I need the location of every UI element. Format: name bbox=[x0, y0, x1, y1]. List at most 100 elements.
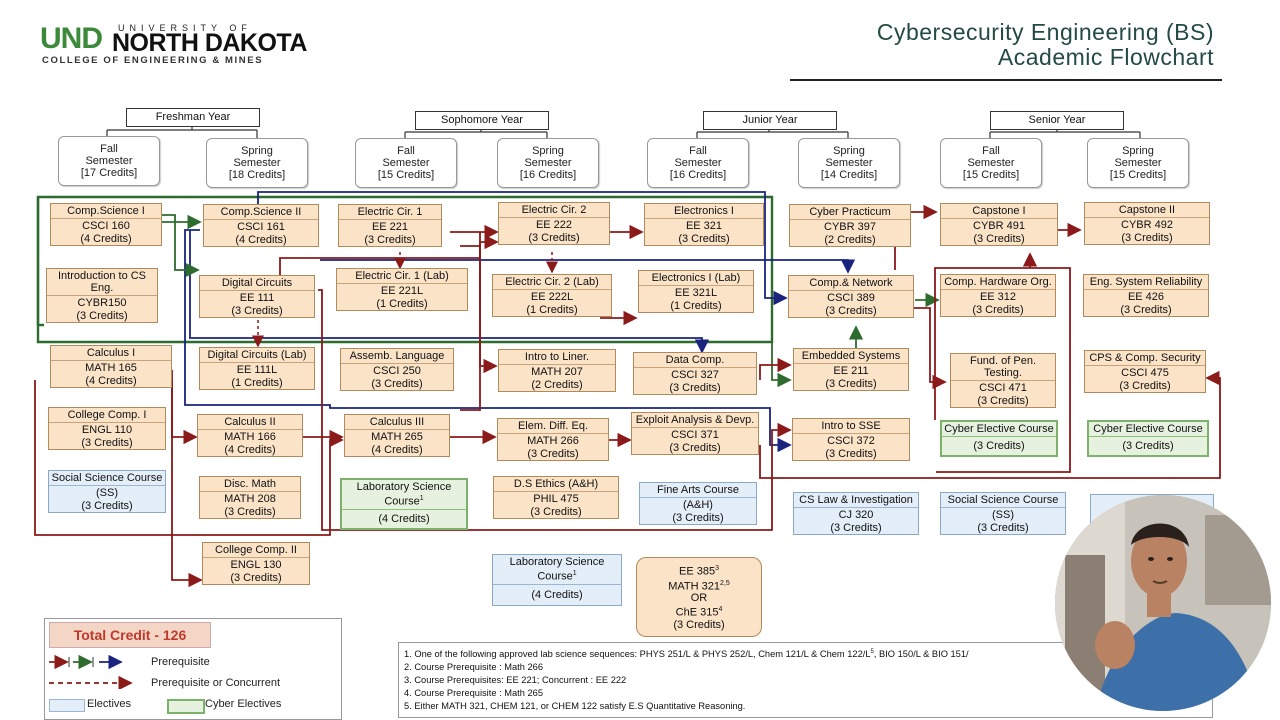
course-name: D.S Ethics (A&H) bbox=[494, 477, 618, 492]
course-credits: (1 Credits) bbox=[670, 300, 722, 312]
course-credits: (4 Credits) bbox=[224, 444, 276, 456]
course-name: Cyber Elective Course bbox=[942, 422, 1056, 437]
course-code: ENGL 110 bbox=[81, 424, 133, 436]
footnote-2: 2. Course Prerequisite : Math 266 bbox=[404, 662, 544, 673]
course-name: Calculus II bbox=[198, 415, 302, 430]
title-line-2: Academic Flowchart bbox=[997, 44, 1214, 70]
course-credits: (3 Credits) bbox=[825, 448, 877, 460]
course-credits: (3 Credits) bbox=[825, 378, 877, 390]
course-name: Data Comp. bbox=[634, 353, 756, 368]
course-credits: (3 Credits) bbox=[673, 618, 725, 631]
title-line-1: Cybersecurity Engineering (BS) bbox=[876, 19, 1214, 45]
course-code: CSCI 160 bbox=[82, 220, 130, 232]
course-cyber-elective-2[interactable]: Cyber Elective Course(3 Credits) bbox=[1087, 420, 1209, 457]
course-credits: (3 Credits) bbox=[76, 310, 128, 322]
course-code: EE 321 bbox=[685, 220, 723, 232]
course-fine-arts-1[interactable]: Fine Arts Course(A&H)(3 Credits) bbox=[639, 482, 757, 525]
course-ee-221l[interactable]: Electric Cir. 1 (Lab)EE 221L(1 Credits) bbox=[336, 268, 468, 311]
choice-line-3: OR bbox=[690, 592, 708, 605]
course-code: CSCI 389 bbox=[827, 292, 875, 304]
footnote-1-tail: , BIO 150/L & BIO 151/ bbox=[873, 649, 969, 660]
course-code: CSCI 327 bbox=[671, 369, 719, 381]
course-name: Digital Circuits (Lab) bbox=[200, 348, 314, 363]
course-credits: (3 Credits) bbox=[224, 506, 276, 518]
course-credits: (3 Credits) bbox=[977, 522, 1029, 534]
legend-electives: Electives bbox=[87, 698, 132, 710]
course-cyber-elective-1[interactable]: Cyber Elective Course(3 Credits) bbox=[940, 420, 1058, 457]
course-credits: (3 Credits) bbox=[669, 382, 721, 394]
course-name: Comp.& Network bbox=[789, 276, 913, 291]
course-cybr-150[interactable]: Introduction to CS Eng.CYBR150(3 Credits… bbox=[46, 268, 158, 323]
course-csci-471[interactable]: Fund. of Pen. Testing.CSCI 471(3 Credits… bbox=[950, 353, 1056, 408]
und-logo-mark: UND bbox=[40, 22, 103, 55]
presenter-image bbox=[1055, 495, 1271, 711]
course-code: ENGL 130 bbox=[230, 559, 282, 571]
title-divider bbox=[790, 79, 1222, 81]
course-name: Cyber Elective Course bbox=[1089, 422, 1207, 437]
course-code: MATH 207 bbox=[531, 366, 583, 378]
course-code: CYBR 492 bbox=[1121, 219, 1173, 231]
semester-label: Semester bbox=[674, 157, 722, 169]
footnote-1-text: 1. One of the following approved lab sci… bbox=[404, 649, 871, 660]
semester-label: Semester bbox=[825, 157, 873, 169]
course-ee-312[interactable]: Comp. Hardware Org.EE 312(3 Credits) bbox=[940, 274, 1056, 317]
course-csci-371[interactable]: Exploit Analysis & Devp.CSCI 371(3 Credi… bbox=[631, 412, 759, 455]
course-code: CYBR150 bbox=[77, 297, 127, 309]
course-ee-321l[interactable]: Electronics I (Lab)EE 321L(1 Credits) bbox=[638, 270, 754, 313]
course-code: EE 222 bbox=[535, 219, 573, 231]
choice-line-1: EE 3853 bbox=[637, 563, 761, 578]
course-name: Fine Arts Course bbox=[640, 483, 756, 498]
course-code: (SS) bbox=[96, 487, 118, 499]
course-csci-327[interactable]: Data Comp.CSCI 327(3 Credits) bbox=[633, 352, 757, 395]
course-code: EE 426 bbox=[1127, 291, 1165, 303]
course-name-text: Laboratory Science Course bbox=[509, 556, 605, 583]
course-phil-475[interactable]: D.S Ethics (A&H)PHIL 475(3 Credits) bbox=[493, 476, 619, 519]
course-code: EE 321L bbox=[674, 287, 718, 299]
year-sophomore: Sophomore Year bbox=[415, 111, 549, 130]
course-credits: (3 Credits) bbox=[371, 378, 423, 390]
semester-term: Spring bbox=[1122, 145, 1154, 157]
course-ee-111l[interactable]: Digital Circuits (Lab)EE 111L(1 Credits) bbox=[199, 347, 315, 390]
course-math-266[interactable]: Elem. Diff. Eq.MATH 266(3 Credits) bbox=[497, 418, 609, 461]
course-code: MATH 265 bbox=[371, 431, 423, 443]
course-choice-ee385-math321-che315[interactable]: EE 3853 MATH 3212,5 OR ChE 3154 (3 Credi… bbox=[636, 557, 762, 637]
course-name: Embedded Systems bbox=[794, 349, 908, 364]
course-credits: (3 Credits) bbox=[1121, 232, 1173, 244]
course-social-science-1[interactable]: Social Science Course(SS)(3 Credits) bbox=[48, 470, 166, 513]
course-credits: (3 Credits) bbox=[830, 522, 882, 534]
course-name: Intro to Liner. bbox=[499, 350, 615, 365]
course-lab-science-1[interactable]: Laboratory Science Course1(4 Credits) bbox=[340, 478, 468, 530]
legend-electives-swatch bbox=[49, 699, 85, 712]
course-math-207[interactable]: Intro to Liner.MATH 207(2 Credits) bbox=[498, 349, 616, 392]
course-credits: (4 Credits) bbox=[371, 444, 423, 456]
course-ee-222l[interactable]: Electric Cir. 2 (Lab)EE 222L(1 Credits) bbox=[492, 274, 612, 317]
semester-label: Semester bbox=[967, 157, 1015, 169]
course-lab-science-2[interactable]: Laboratory Science Course1(4 Credits) bbox=[492, 554, 622, 606]
course-code: MATH 165 bbox=[85, 362, 137, 374]
course-social-science-2[interactable]: Social Science Course(SS)(3 Credits) bbox=[940, 492, 1066, 535]
